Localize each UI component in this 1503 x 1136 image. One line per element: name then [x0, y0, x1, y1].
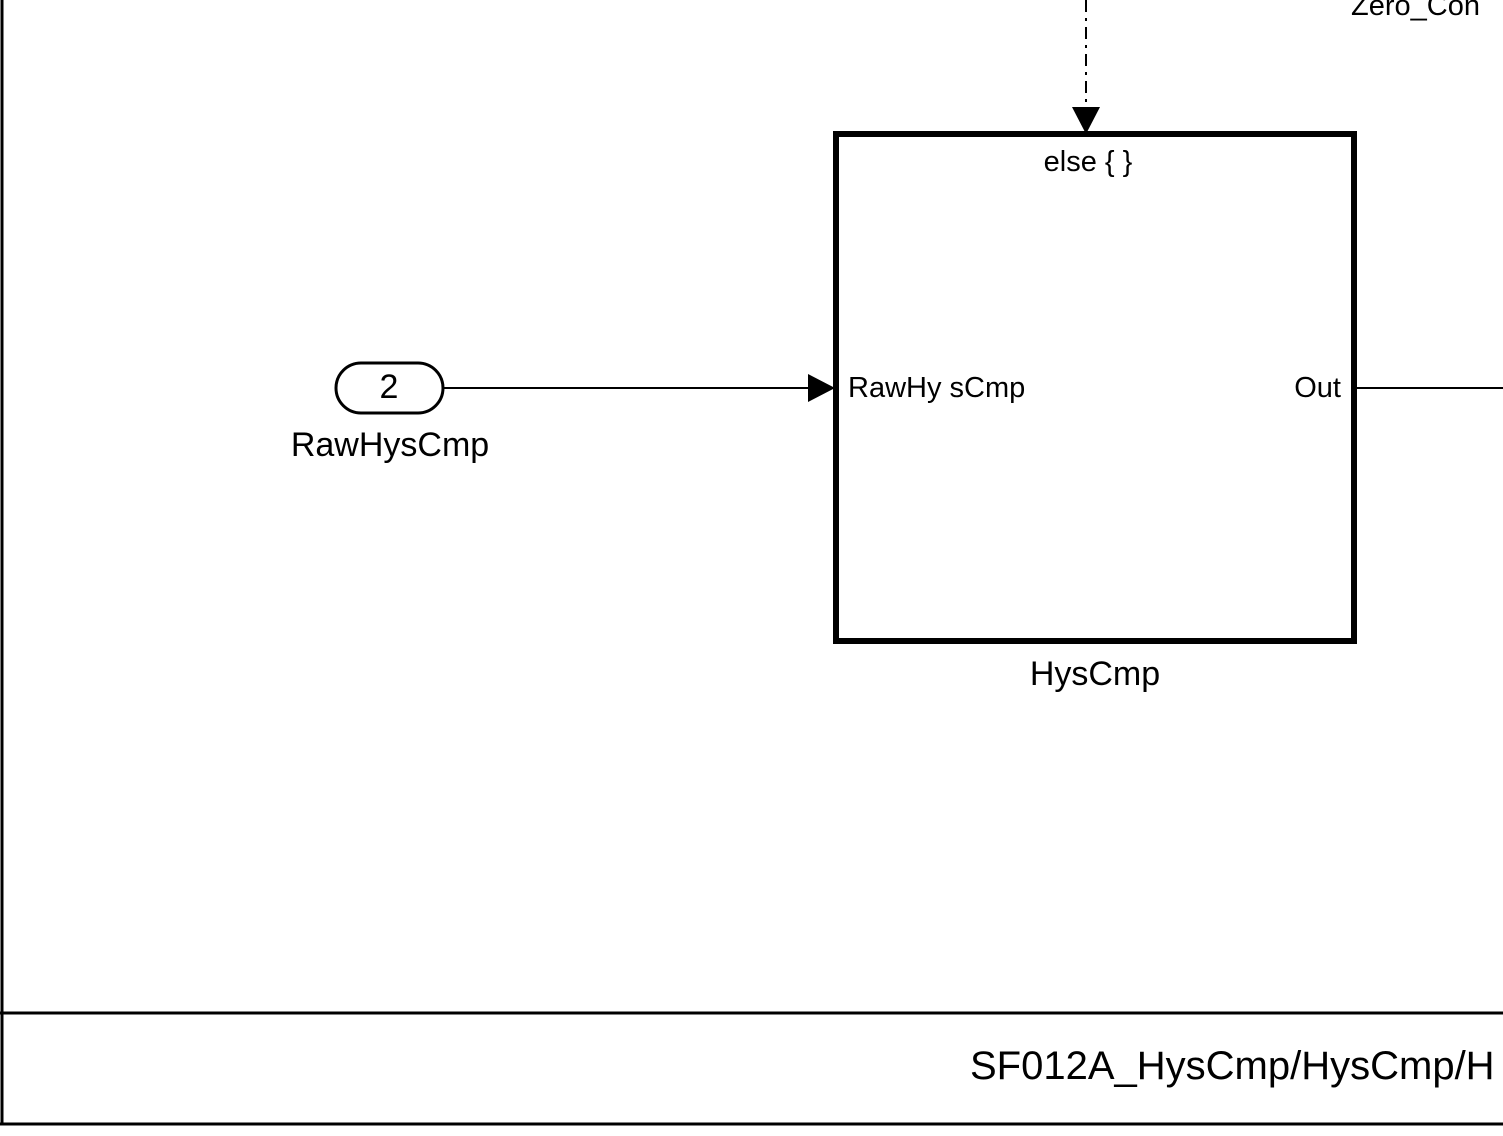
input-arrow-icon [808, 374, 835, 402]
subsystem-block[interactable] [833, 131, 1357, 644]
subsystem-output-port-label: Out [1294, 372, 1341, 404]
footer-model-path: SF012A_HysCmp/HysCmp/H [970, 1044, 1495, 1088]
subsystem-name-label: HysCmp [1029, 655, 1161, 693]
inport-name-label: RawHysCmp [290, 426, 490, 464]
top-right-block-label: Zero_Con [1351, 0, 1480, 22]
subsystem-input-port-label: RawHy sCmp [848, 372, 1026, 404]
action-arrow-icon [1072, 107, 1100, 134]
inport-number: 2 [379, 368, 399, 406]
subsystem-action-label: else { } [1043, 146, 1133, 178]
